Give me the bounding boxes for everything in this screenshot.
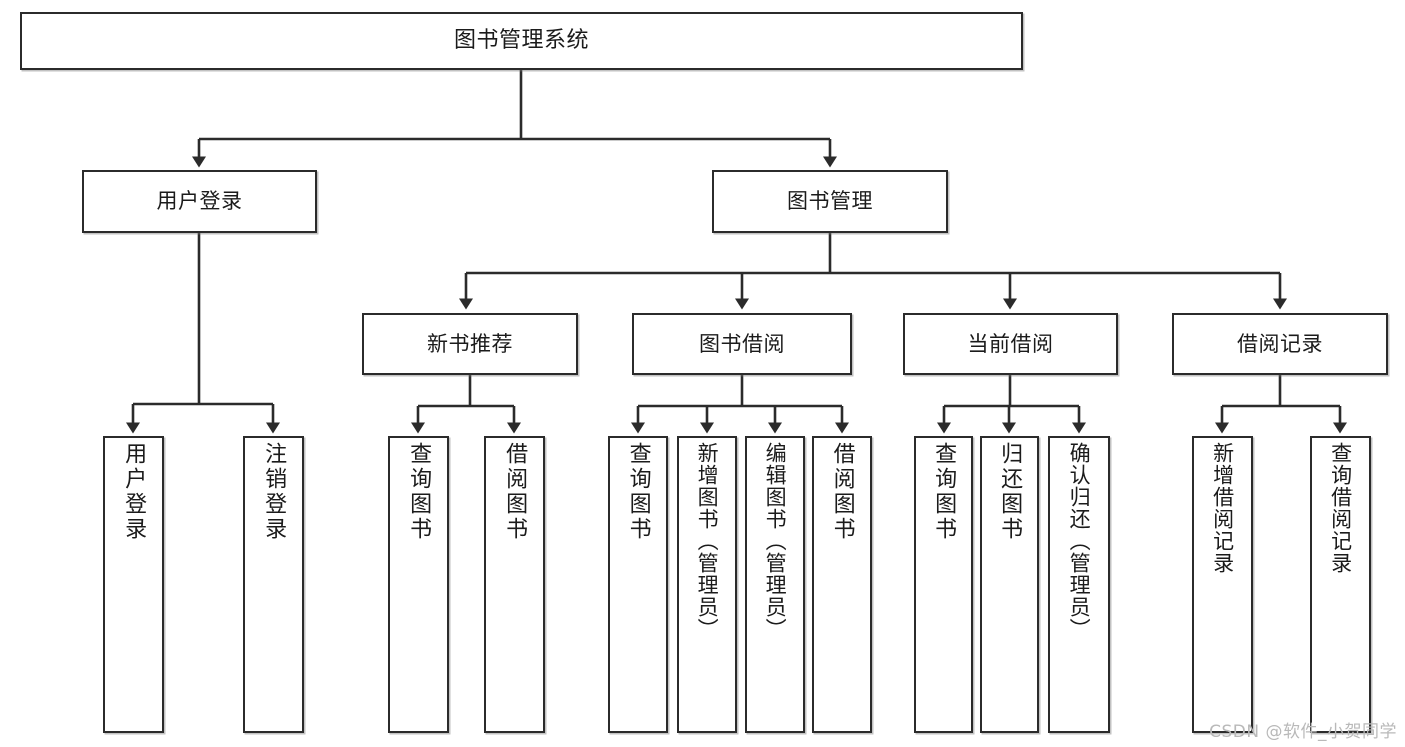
leaf-book-borrow-add-label: 新增图书（管理员） xyxy=(695,442,720,640)
leaf-current-borrow-return-label: 归还图书 xyxy=(997,442,1023,542)
node-root-label: 图书管理系统 xyxy=(453,28,589,54)
node-new-book-recommend-label: 新书推荐 xyxy=(427,331,513,356)
leaf-book-borrow-query-label: 查询图书 xyxy=(625,442,651,542)
leaf-new-book-borrow[interactable]: 借阅图书 xyxy=(484,436,545,733)
leaf-new-book-borrow-label: 借阅图书 xyxy=(502,442,528,542)
leaf-borrow-record-add-label: 新增借阅记录 xyxy=(1210,442,1235,574)
node-book-management-label: 图书管理 xyxy=(787,189,873,214)
leaf-borrow-record-query[interactable]: 查询借阅记录 xyxy=(1310,436,1371,733)
node-book-management[interactable]: 图书管理 xyxy=(712,170,948,233)
csdn-watermark: CSDN @软件_小贺同学 xyxy=(1209,722,1397,742)
node-new-book-recommend[interactable]: 新书推荐 xyxy=(362,313,578,375)
leaf-borrow-record-query-label: 查询借阅记录 xyxy=(1328,442,1353,574)
leaf-current-borrow-query[interactable]: 查询图书 xyxy=(914,436,973,733)
leaf-current-borrow-return[interactable]: 归还图书 xyxy=(980,436,1039,733)
leaf-user-login-signin[interactable]: 用户登录 xyxy=(103,436,164,733)
leaf-book-borrow-add[interactable]: 新增图书（管理员） xyxy=(677,436,737,733)
leaf-new-book-query[interactable]: 查询图书 xyxy=(388,436,449,733)
leaf-user-login-signin-label: 用户登录 xyxy=(121,442,147,542)
leaf-book-borrow-lend[interactable]: 借阅图书 xyxy=(812,436,872,733)
leaf-current-borrow-query-label: 查询图书 xyxy=(931,442,957,542)
node-user-login[interactable]: 用户登录 xyxy=(82,170,317,233)
leaf-borrow-record-add[interactable]: 新增借阅记录 xyxy=(1192,436,1253,733)
node-book-borrow[interactable]: 图书借阅 xyxy=(632,313,852,375)
leaf-user-login-signout[interactable]: 注销登录 xyxy=(243,436,304,733)
leaf-book-borrow-lend-label: 借阅图书 xyxy=(829,442,855,542)
node-book-borrow-label: 图书借阅 xyxy=(699,331,785,356)
node-user-login-label: 用户登录 xyxy=(156,189,243,214)
node-current-borrow[interactable]: 当前借阅 xyxy=(903,313,1118,375)
node-borrow-record[interactable]: 借阅记录 xyxy=(1172,313,1388,375)
leaf-current-borrow-confirm-label: 确认归还（管理员） xyxy=(1067,442,1092,640)
node-current-borrow-label: 当前借阅 xyxy=(967,331,1054,356)
node-borrow-record-label: 借阅记录 xyxy=(1237,331,1323,356)
leaf-book-borrow-edit-label: 编辑图书（管理员） xyxy=(763,442,788,640)
leaf-new-book-query-label: 查询图书 xyxy=(406,442,432,542)
leaf-user-login-signout-label: 注销登录 xyxy=(261,442,287,542)
node-root[interactable]: 图书管理系统 xyxy=(20,12,1023,70)
leaf-book-borrow-query[interactable]: 查询图书 xyxy=(608,436,668,733)
leaf-current-borrow-confirm[interactable]: 确认归还（管理员） xyxy=(1048,436,1110,733)
leaf-book-borrow-edit[interactable]: 编辑图书（管理员） xyxy=(745,436,805,733)
